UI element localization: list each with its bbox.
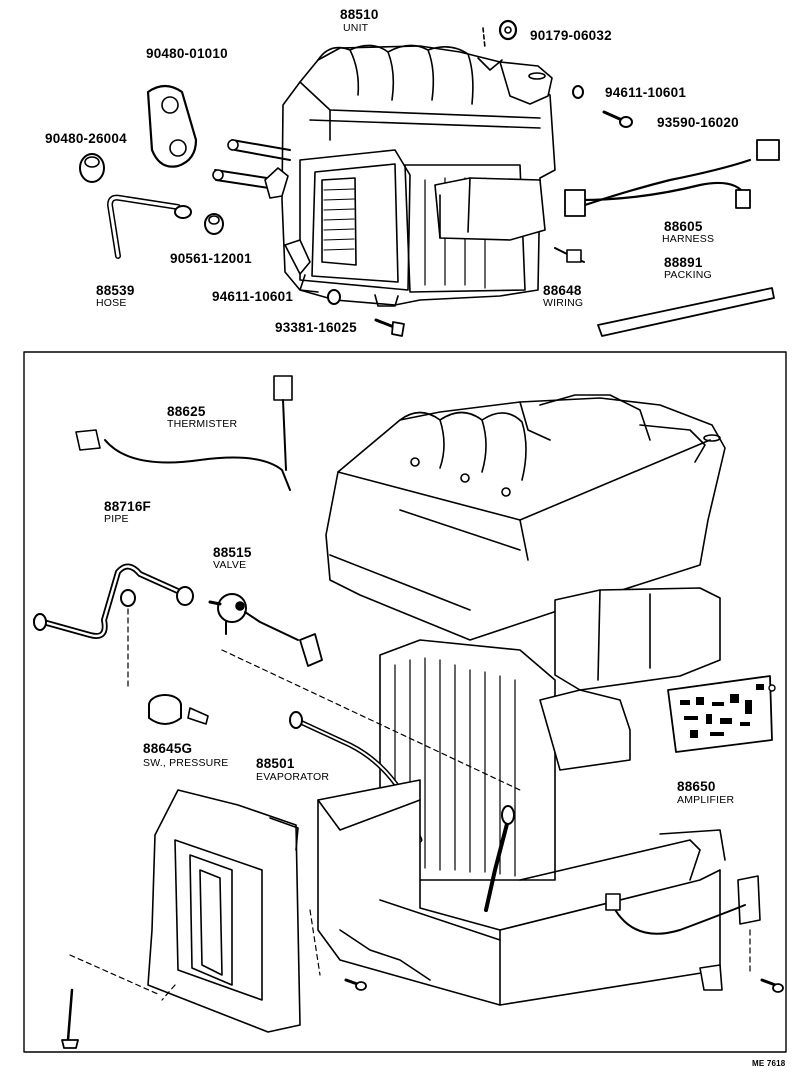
wiring-part-number: 88648	[543, 283, 582, 298]
hose-part-number: 88539	[96, 283, 135, 298]
pipe-part-number: 88716F	[104, 499, 151, 514]
plug-part-number: 90561-12001	[170, 251, 252, 266]
figure-reference: ME 7618	[752, 1059, 786, 1068]
screw-b-part-number: 93381-16025	[275, 320, 357, 335]
valve-part-number: 88515	[213, 545, 252, 560]
thermister-part-name: THERMISTER	[167, 418, 238, 430]
packing-part-name: PACKING	[664, 269, 712, 281]
valve-part-name: VALVE	[213, 559, 247, 571]
harness-part-name: HARNESS	[662, 233, 715, 245]
amplifier-part-name: AMPLIFIER	[677, 794, 735, 806]
thermister-part-number: 88625	[167, 404, 206, 419]
harness-part-number: 88605	[664, 219, 703, 234]
amplifier-part	[667, 675, 776, 753]
valve-part	[208, 593, 323, 667]
pressure-switch-part	[148, 694, 209, 725]
screw-a-part-number: 93590-16020	[657, 115, 739, 130]
grommet-a-part-number: 90480-01010	[146, 46, 228, 61]
pipe-part	[33, 563, 194, 639]
grommet-b-part-number: 90480-26004	[45, 131, 127, 146]
pressure-switch-part-number: 88645G	[143, 741, 193, 756]
unit-part-name: UNIT	[343, 22, 369, 34]
detail-exploded-view	[61, 394, 784, 1049]
cooling-unit-assembly-top	[212, 27, 556, 307]
nut-c-part-number: 94611-10601	[212, 289, 294, 304]
top-small-parts	[79, 19, 780, 337]
thermister-part	[75, 375, 293, 491]
evaporator-part-name: EVAPORATOR	[256, 771, 330, 783]
nut-b-part-number: 94611-10601	[605, 85, 687, 100]
unit-part-number: 88510	[340, 7, 379, 22]
wiring-part-name: WIRING	[543, 297, 584, 309]
evaporator-part-number: 88501	[256, 756, 295, 771]
nut-a-part-number: 90179-06032	[530, 28, 612, 43]
pressure-switch-part-name: SW., PRESSURE	[143, 757, 229, 769]
pipe-part-name: PIPE	[104, 513, 129, 525]
hose-part-name: HOSE	[96, 297, 127, 309]
packing-part-number: 88891	[664, 255, 703, 270]
amplifier-part-number: 88650	[677, 779, 716, 794]
